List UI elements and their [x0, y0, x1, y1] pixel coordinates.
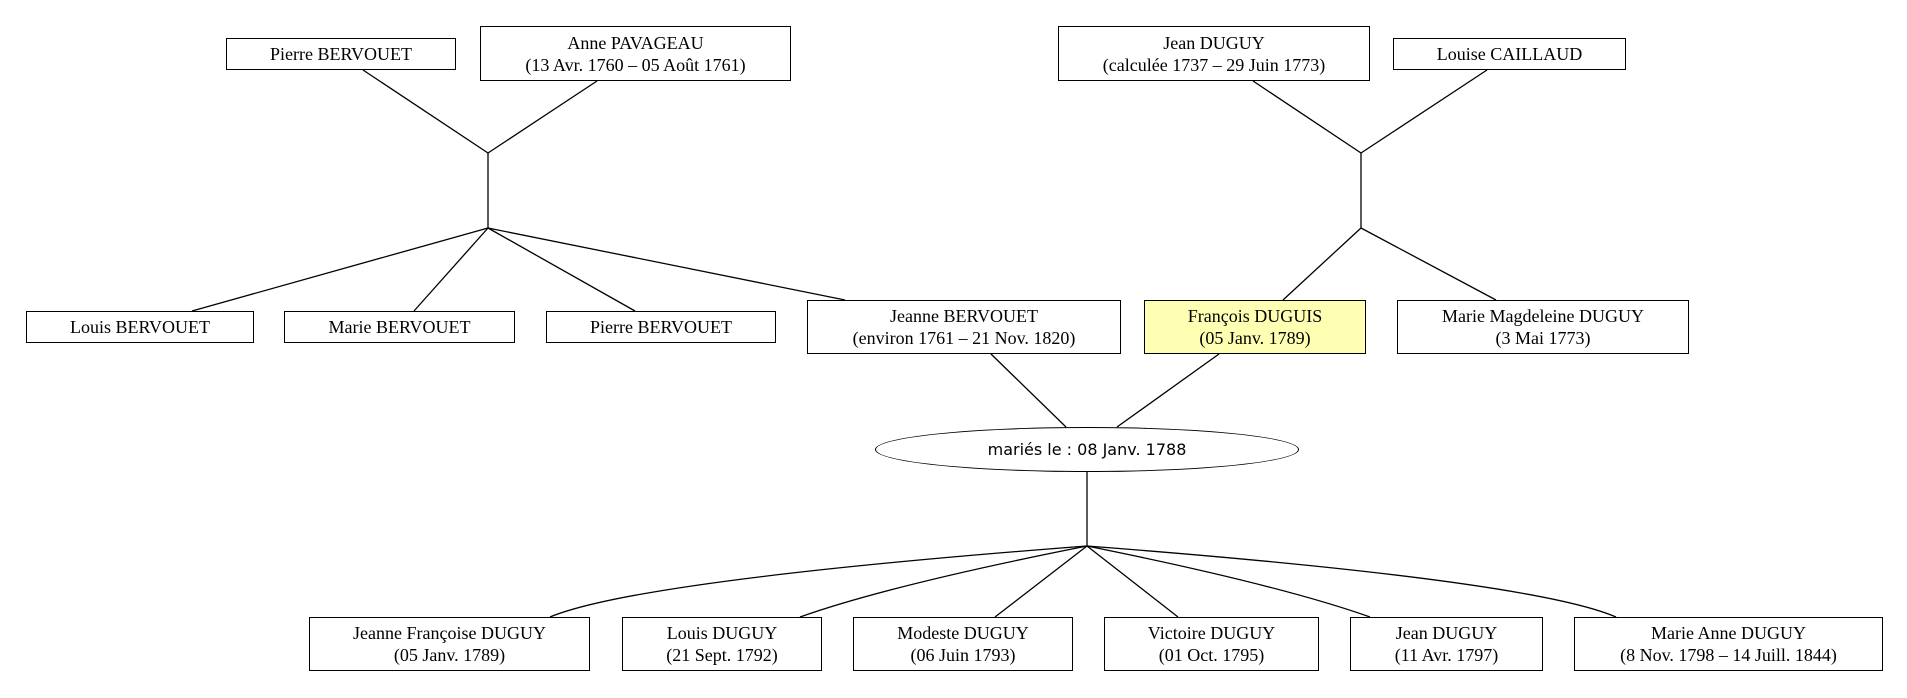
person-name: Marie Anne DUGUY — [1651, 623, 1806, 643]
person-jean-duguy-father[interactable]: Jean DUGUY (calculée 1737 – 29 Juin 1773… — [1058, 26, 1370, 81]
connector-line — [1086, 545, 1179, 618]
person-anne-pavageau[interactable]: Anne PAVAGEAU (13 Avr. 1760 – 05 Août 17… — [480, 26, 791, 81]
person-name: Jean DUGUY — [1163, 32, 1265, 53]
connector-line — [191, 227, 489, 312]
person-name: Jean DUGUY — [1395, 623, 1498, 643]
person-dates: (8 Nov. 1798 – 14 Juill. 1844) — [1620, 645, 1837, 665]
person-louis-duguy[interactable]: Louis DUGUY (21 Sept. 1792) — [622, 617, 822, 671]
connector-line — [549, 545, 1088, 618]
person-marie-bervouet[interactable]: Marie BERVOUET — [284, 311, 515, 343]
person-dates: (13 Avr. 1760 – 05 Août 1761) — [525, 54, 746, 75]
connector-line — [1086, 545, 1617, 618]
person-name: Jeanne Françoise DUGUY — [353, 623, 546, 643]
person-name: Victoire DUGUY — [1147, 623, 1276, 643]
person-name: Pierre BERVOUET — [589, 317, 733, 337]
connector-line — [362, 69, 489, 154]
person-francois-duguis[interactable]: François DUGUIS (05 Janv. 1789) — [1144, 300, 1366, 354]
person-dates: (environ 1761 – 21 Nov. 1820) — [852, 328, 1076, 348]
person-marie-magdeleine-duguy[interactable]: Marie Magdeleine DUGUY (3 Mai 1773) — [1397, 300, 1689, 354]
person-name: Marie BERVOUET — [328, 317, 471, 337]
connector-line — [413, 227, 489, 312]
person-louise-caillaud[interactable]: Louise CAILLAUD — [1393, 38, 1626, 70]
connector-line — [990, 353, 1067, 428]
connector-line — [1252, 80, 1362, 154]
person-pierre-bervouet-father[interactable]: Pierre BERVOUET — [226, 38, 456, 70]
person-name: Pierre BERVOUET — [269, 44, 413, 64]
person-modeste-duguy[interactable]: Modeste DUGUY (06 Juin 1793) — [853, 617, 1073, 671]
person-name: Modeste DUGUY — [897, 623, 1029, 643]
person-dates: (05 Janv. 1789) — [1199, 328, 1311, 348]
connector-line — [487, 227, 636, 312]
connector-line — [1360, 227, 1497, 301]
connector-line — [487, 227, 846, 301]
person-dates: (05 Janv. 1789) — [393, 645, 506, 665]
person-name: Jeanne BERVOUET — [889, 306, 1039, 326]
person-name: Louis DUGUY — [666, 623, 778, 643]
person-dates: (3 Mai 1773) — [1495, 328, 1591, 348]
person-dates: (06 Juin 1793) — [910, 645, 1016, 665]
person-name: Marie Magdeleine DUGUY — [1442, 306, 1644, 326]
person-pierre-bervouet-son[interactable]: Pierre BERVOUET — [546, 311, 776, 343]
person-dates: (11 Avr. 1797) — [1394, 645, 1499, 665]
connector-line — [1116, 353, 1220, 428]
connector-line — [1360, 69, 1488, 154]
person-jean-duguy-son[interactable]: Jean DUGUY (11 Avr. 1797) — [1350, 617, 1543, 671]
person-marie-anne-duguy[interactable]: Marie Anne DUGUY (8 Nov. 1798 – 14 Juill… — [1574, 617, 1883, 671]
person-name: Louise CAILLAUD — [1436, 44, 1583, 64]
person-name: François DUGUIS — [1187, 306, 1323, 326]
person-dates: (calculée 1737 – 29 Juin 1773) — [1102, 54, 1326, 75]
connector-line — [1086, 545, 1371, 618]
person-louis-bervouet[interactable]: Louis BERVOUET — [26, 311, 254, 343]
person-dates: (01 Oct. 1795) — [1158, 645, 1265, 665]
person-dates: (21 Sept. 1792) — [666, 645, 778, 665]
person-victoire-duguy[interactable]: Victoire DUGUY (01 Oct. 1795) — [1104, 617, 1319, 671]
connector-line — [799, 545, 1088, 618]
marriage-label: mariés le : 08 Janv. 1788 — [875, 427, 1299, 472]
connector-line — [994, 545, 1088, 618]
person-jeanne-bervouet[interactable]: Jeanne BERVOUET (environ 1761 – 21 Nov. … — [807, 300, 1121, 354]
person-name: Anne PAVAGEAU — [567, 32, 704, 53]
marriage-date: mariés le : 08 Janv. 1788 — [987, 440, 1187, 459]
person-jeanne-francoise-duguy[interactable]: Jeanne Françoise DUGUY (05 Janv. 1789) — [309, 617, 590, 671]
connector-line — [1282, 227, 1362, 301]
connector-line — [487, 80, 598, 154]
person-name: Louis BERVOUET — [69, 317, 211, 337]
